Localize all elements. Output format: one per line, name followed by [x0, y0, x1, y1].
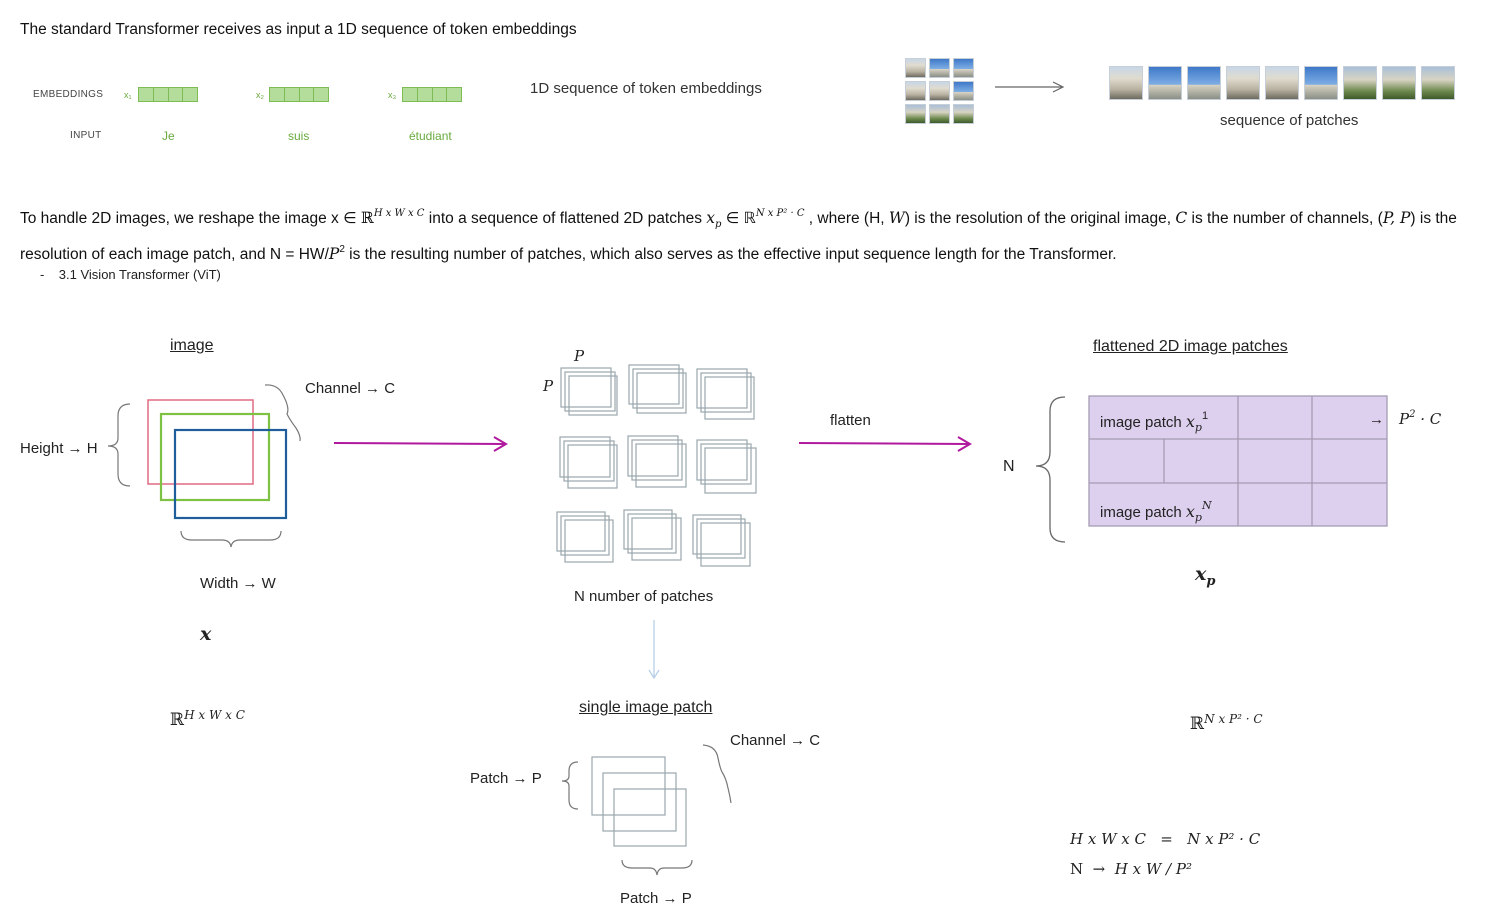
- image-channel-red: [147, 399, 254, 485]
- sequence-patch: [1421, 66, 1455, 100]
- equation-1: H x W x C = N x P² · C: [1070, 830, 1261, 848]
- patches-caption: N number of patches: [574, 588, 714, 605]
- photo-patch: [929, 81, 950, 101]
- image-symbol: x: [200, 623, 212, 645]
- n-brace: [1035, 396, 1066, 543]
- token-3-sub: x₃: [388, 90, 397, 100]
- sequence-arrow-head: [1052, 81, 1065, 93]
- photo-patch: [905, 104, 926, 124]
- single-patch-height-brace: [561, 761, 579, 810]
- section-bullet: - 3.1 Vision Transformer (ViT): [40, 267, 221, 282]
- token-2-sub: x₂: [256, 90, 264, 100]
- photo-patch: [929, 58, 950, 78]
- image-channel-blue: [173, 428, 288, 520]
- sequence-patch: [1343, 66, 1377, 100]
- single-patch-channel-brace: [702, 744, 732, 804]
- photo-patch: [905, 58, 926, 78]
- sequence-patch: [1304, 66, 1338, 100]
- flattened-title: flattened 2D image patches: [1093, 338, 1288, 355]
- height-brace: [107, 403, 131, 487]
- image-width-label: Width → W: [200, 575, 276, 592]
- single-patch-stack: [591, 756, 687, 847]
- sequence-patch: [1226, 66, 1260, 100]
- single-patch-bottom-label: Patch → P: [620, 890, 692, 907]
- patch-size-top-label: P: [574, 347, 585, 365]
- arrow-to-patches-head: [493, 436, 508, 452]
- arrow-flatten-head: [957, 436, 972, 452]
- image-height-label: Height → H: [20, 440, 98, 457]
- arrow-to-single-patch-head: [648, 669, 660, 680]
- embeddings-caption: 1D sequence of token embeddings: [530, 80, 762, 97]
- flattened-space: ℝN x P² · C: [1190, 712, 1263, 734]
- token-1-sub: x₁: [124, 90, 132, 100]
- equation-2: N → H x W / P²: [1070, 860, 1192, 878]
- intro-text: The standard Transformer receives as inp…: [20, 21, 577, 38]
- image-channel-green: [159, 412, 271, 502]
- sequence-patch: [1265, 66, 1299, 100]
- arrow-to-patches: [333, 442, 505, 445]
- photo-patch: [905, 81, 926, 101]
- patch-size-left-label: P: [543, 377, 554, 395]
- flattened-symbol: xp: [1195, 563, 1216, 589]
- matrix-row1-label: image patch xp1: [1100, 410, 1209, 434]
- embeddings-row-label: EMBEDDINGS: [33, 89, 104, 100]
- single-patch-channel-label: Channel → C: [730, 732, 821, 749]
- flatten-label: flatten: [830, 412, 871, 429]
- input-row-label: INPUT: [70, 130, 102, 141]
- image-space: ℝH x W x C: [170, 708, 245, 730]
- matrix-rowN-label: image patch xpN: [1100, 499, 1212, 524]
- single-patch-title: single image patch: [579, 699, 713, 716]
- token-3-embedding: [402, 87, 462, 102]
- token-2-word: suis: [288, 129, 310, 143]
- channel-brace: [264, 384, 301, 442]
- photo-patch: [929, 104, 950, 124]
- token-3-word: étudiant: [409, 129, 452, 143]
- width-brace: [180, 530, 282, 548]
- photo-patch: [953, 58, 974, 78]
- patch-stacks: [556, 364, 757, 567]
- matrix-row-length-label: P2 · C: [1399, 409, 1442, 428]
- photo-patch: [953, 81, 974, 101]
- photo-patch: [953, 104, 974, 124]
- sequence-patch: [1382, 66, 1416, 100]
- n-label: N: [1003, 458, 1015, 475]
- image-title: image: [170, 337, 214, 354]
- matrix-row-arrow: →: [1369, 411, 1384, 428]
- sequence-patch: [1109, 66, 1143, 100]
- image-channel-label: Channel → C: [305, 380, 396, 397]
- single-patch-width-brace: [621, 859, 693, 876]
- sequence-patch: [1187, 66, 1221, 100]
- token-1-embedding: [138, 87, 198, 102]
- arrow-flatten: [798, 442, 969, 445]
- sequence-patch: [1148, 66, 1182, 100]
- token-2-embedding: [269, 87, 329, 102]
- explanation-paragraph: To handle 2D images, we reshape the imag…: [20, 208, 1457, 263]
- flattened-matrix-gridlines: [1089, 396, 1387, 526]
- token-1-word: Je: [162, 129, 175, 143]
- patch-sequence-caption: sequence of patches: [1220, 112, 1359, 129]
- single-patch-left-label: Patch → P: [470, 770, 542, 787]
